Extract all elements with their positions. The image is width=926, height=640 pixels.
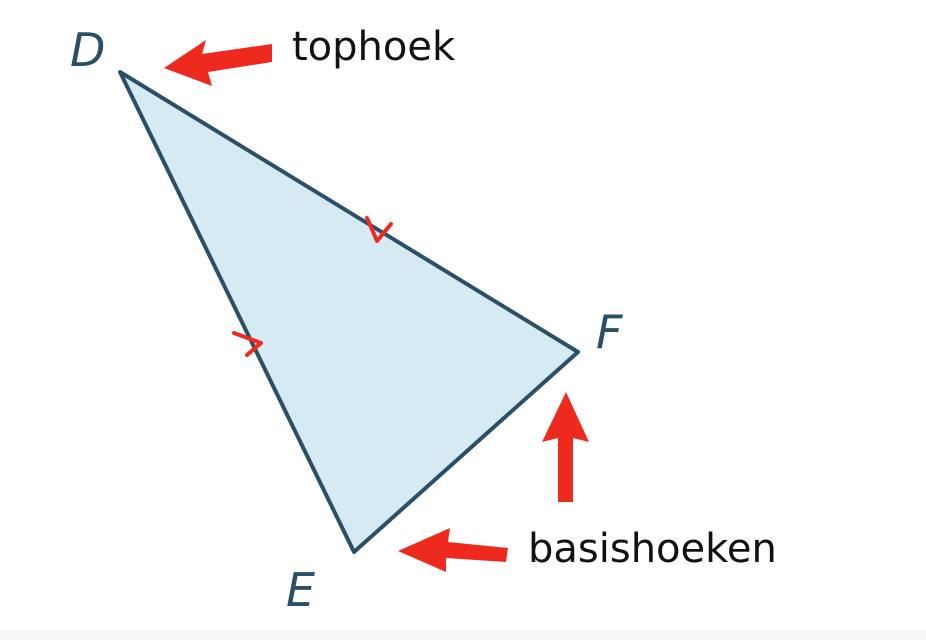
label-tophoek: tophoek (292, 24, 456, 70)
vertex-label-f: F (596, 305, 623, 359)
triangle-def (118, 70, 580, 554)
arrow-to-base-angle-e (398, 528, 508, 572)
equal-side-mark-de (232, 331, 263, 357)
arrow-to-top-angle (164, 40, 272, 86)
equal-side-mark-df (365, 216, 393, 243)
vertex-label-d: D (70, 23, 105, 77)
arrow-to-base-angle-f (542, 392, 589, 502)
label-basishoeken: basishoeken (528, 526, 777, 572)
vertex-label-e: E (286, 563, 315, 617)
bottom-strip (0, 630, 926, 640)
